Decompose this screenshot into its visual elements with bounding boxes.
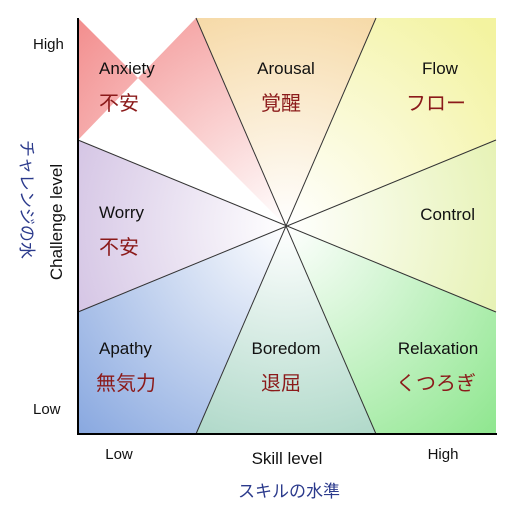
zone-worry-wedge [78, 140, 286, 312]
x-tick-high: High [428, 446, 459, 463]
zone-anxiety-label: Anxiety [99, 59, 155, 78]
zone-apathy-label: Apathy [99, 339, 152, 358]
zone-boredom-label-jp: 退屈 [261, 371, 301, 395]
y-tick-high: High [33, 36, 64, 53]
zone-relaxation-wedge [286, 226, 496, 434]
zone-flow-label: Flow [422, 59, 459, 78]
x-tick-low: Low [105, 446, 133, 463]
zone-boredom-wedge [196, 226, 376, 434]
zone-control-wedge [286, 140, 496, 312]
zone-apathy-label-jp: 無気力 [96, 371, 156, 395]
x-axis-title: Skill level [252, 449, 323, 468]
zone-anxiety-label-jp: 不安 [99, 91, 139, 115]
zone-worry-label: Worry [99, 203, 145, 222]
zone-control-label: Control [420, 205, 475, 224]
y-axis-title-jp: チャレンジの水 [16, 140, 36, 259]
zone-dividers [77, 17, 497, 435]
zone-relaxation-label: Relaxation [398, 339, 478, 358]
x-axis-title-jp: スキルの水準 [238, 482, 340, 502]
zone-relaxation-label-jp: くつろぎ [396, 371, 476, 395]
y-axis-title: Challenge level [47, 164, 66, 280]
y-tick-low: Low [33, 401, 61, 418]
zone-boredom-label: Boredom [252, 339, 321, 358]
divider-line [77, 139, 497, 313]
zone-apathy-wedge [78, 226, 286, 434]
zone-flow-wedge [286, 18, 496, 226]
zone-arousal-label-jp: 覚醒 [261, 91, 301, 115]
zone-flow-label-jp: フロー [406, 91, 466, 115]
zone-anxiety-wedge [78, 18, 286, 226]
zone-arousal-label: Arousal [257, 59, 315, 78]
zone-arousal-wedge [196, 18, 376, 226]
zone-worry-label-jp: 不安 [99, 235, 139, 259]
